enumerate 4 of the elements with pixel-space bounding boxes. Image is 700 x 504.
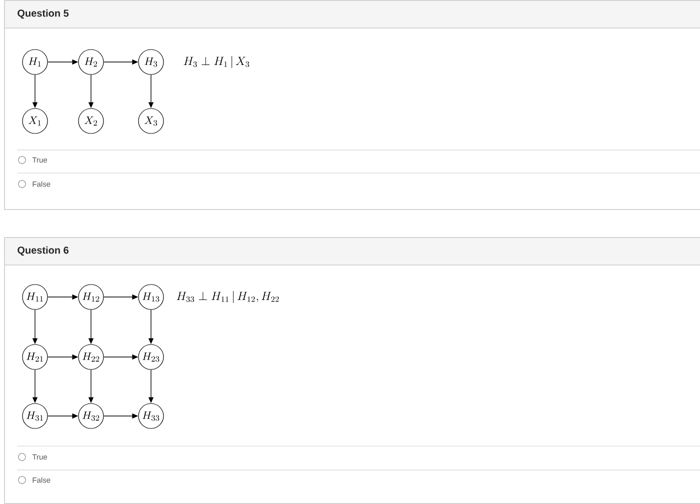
independence-formula: $H_{33} \perp H_{11} \,|\, H_{12}, H_{22}$ [176, 291, 279, 303]
question-title: Question 5 [18, 9, 69, 19]
independence-formula: $H_3 \perp H_1 \,|\, X_3$ [184, 56, 250, 68]
question-title: Question 6 [18, 246, 69, 256]
